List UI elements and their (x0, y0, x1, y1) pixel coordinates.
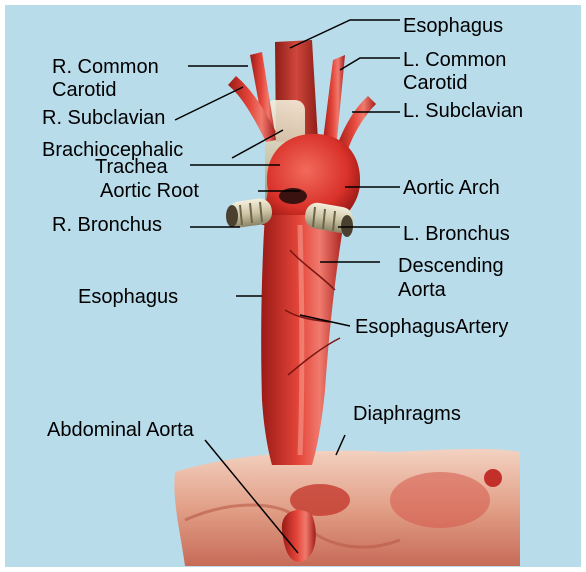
label-aortic-root: Aortic Root (100, 181, 199, 201)
label-diaphragms: Diaphragms (353, 404, 461, 424)
label-trachea: Trachea (95, 157, 168, 177)
label-l-bronchus: L. Bronchus (403, 224, 510, 244)
label-r-bronchus: R. Bronchus (52, 215, 162, 235)
label-r-common-carotid-line2: Carotid (52, 80, 116, 100)
label-abdominal-aorta: Abdominal Aorta (47, 420, 194, 440)
label-aortic-arch: Aortic Arch (403, 178, 500, 198)
label-l-subclavian: L. Subclavian (403, 101, 523, 121)
label-r-common-carotid-line1: R. Common (52, 57, 159, 77)
label-l-common-carotid-line1: L. Common (403, 50, 506, 70)
label-descending-aorta-line2: Aorta (398, 280, 446, 300)
label-r-subclavian: R. Subclavian (42, 108, 165, 128)
label-esophagus-top: Esophagus (403, 16, 503, 36)
label-esophagus-mid: Esophagus (78, 287, 178, 307)
label-esophagus-artery: EsophagusArtery (355, 317, 508, 337)
diaphragm-vessel-right (484, 469, 502, 487)
label-descending-aorta-line1: Descending (398, 256, 504, 276)
label-l-common-carotid-line2: Carotid (403, 73, 467, 93)
diaphragm-dome-right (390, 472, 490, 528)
